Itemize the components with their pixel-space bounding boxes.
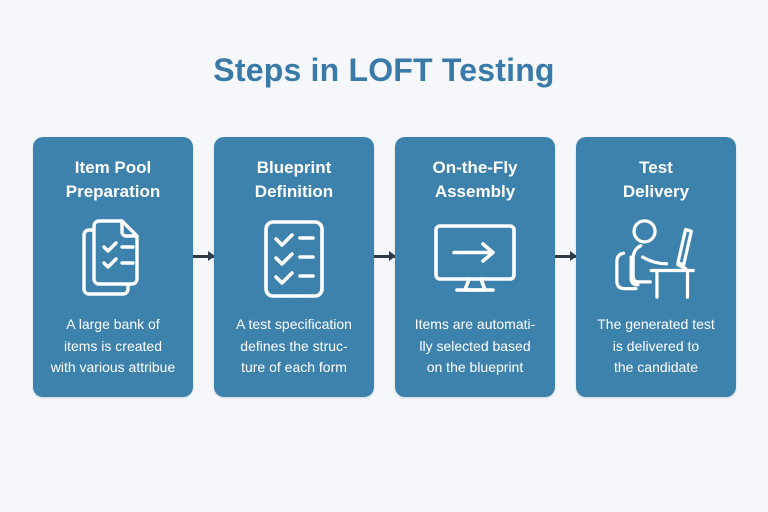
step-card-on-the-fly-assembly: On-the-Fly Assembly Items are automati- …: [395, 137, 555, 397]
checklist-icon: [262, 218, 326, 300]
step-card-item-pool-preparation: Item Pool Preparation A large bank of it…: [33, 137, 193, 397]
monitor-arrow-icon: [432, 221, 518, 297]
step-description: Items are automati- lly selected based o…: [414, 315, 536, 376]
step-heading: Test Delivery: [622, 158, 690, 201]
arrow-connector-1: [189, 251, 215, 261]
step-description: The generated test is delivered to the c…: [597, 315, 715, 376]
documents-checklist-icon: [77, 216, 149, 302]
page-title: Steps in LOFT Testing: [213, 52, 555, 88]
step-card-test-delivery: Test Delivery The generated test is deli…: [576, 137, 736, 397]
step-heading: Item Pool Preparation: [65, 158, 161, 201]
step-description: A large bank of items is created with va…: [50, 315, 176, 376]
arrow-connector-3: [551, 251, 577, 261]
steps-row: Item Pool Preparation A large bank of it…: [33, 137, 736, 397]
step-heading: Blueprint Definition: [254, 158, 334, 201]
step-heading: On-the-Fly Assembly: [432, 158, 518, 201]
step-card-blueprint-definition: Blueprint Definition A test specificatio…: [214, 137, 374, 397]
arrow-connector-2: [370, 251, 396, 261]
step-description: A test specification defines the struc- …: [236, 315, 352, 376]
person-at-computer-icon: [613, 217, 699, 301]
